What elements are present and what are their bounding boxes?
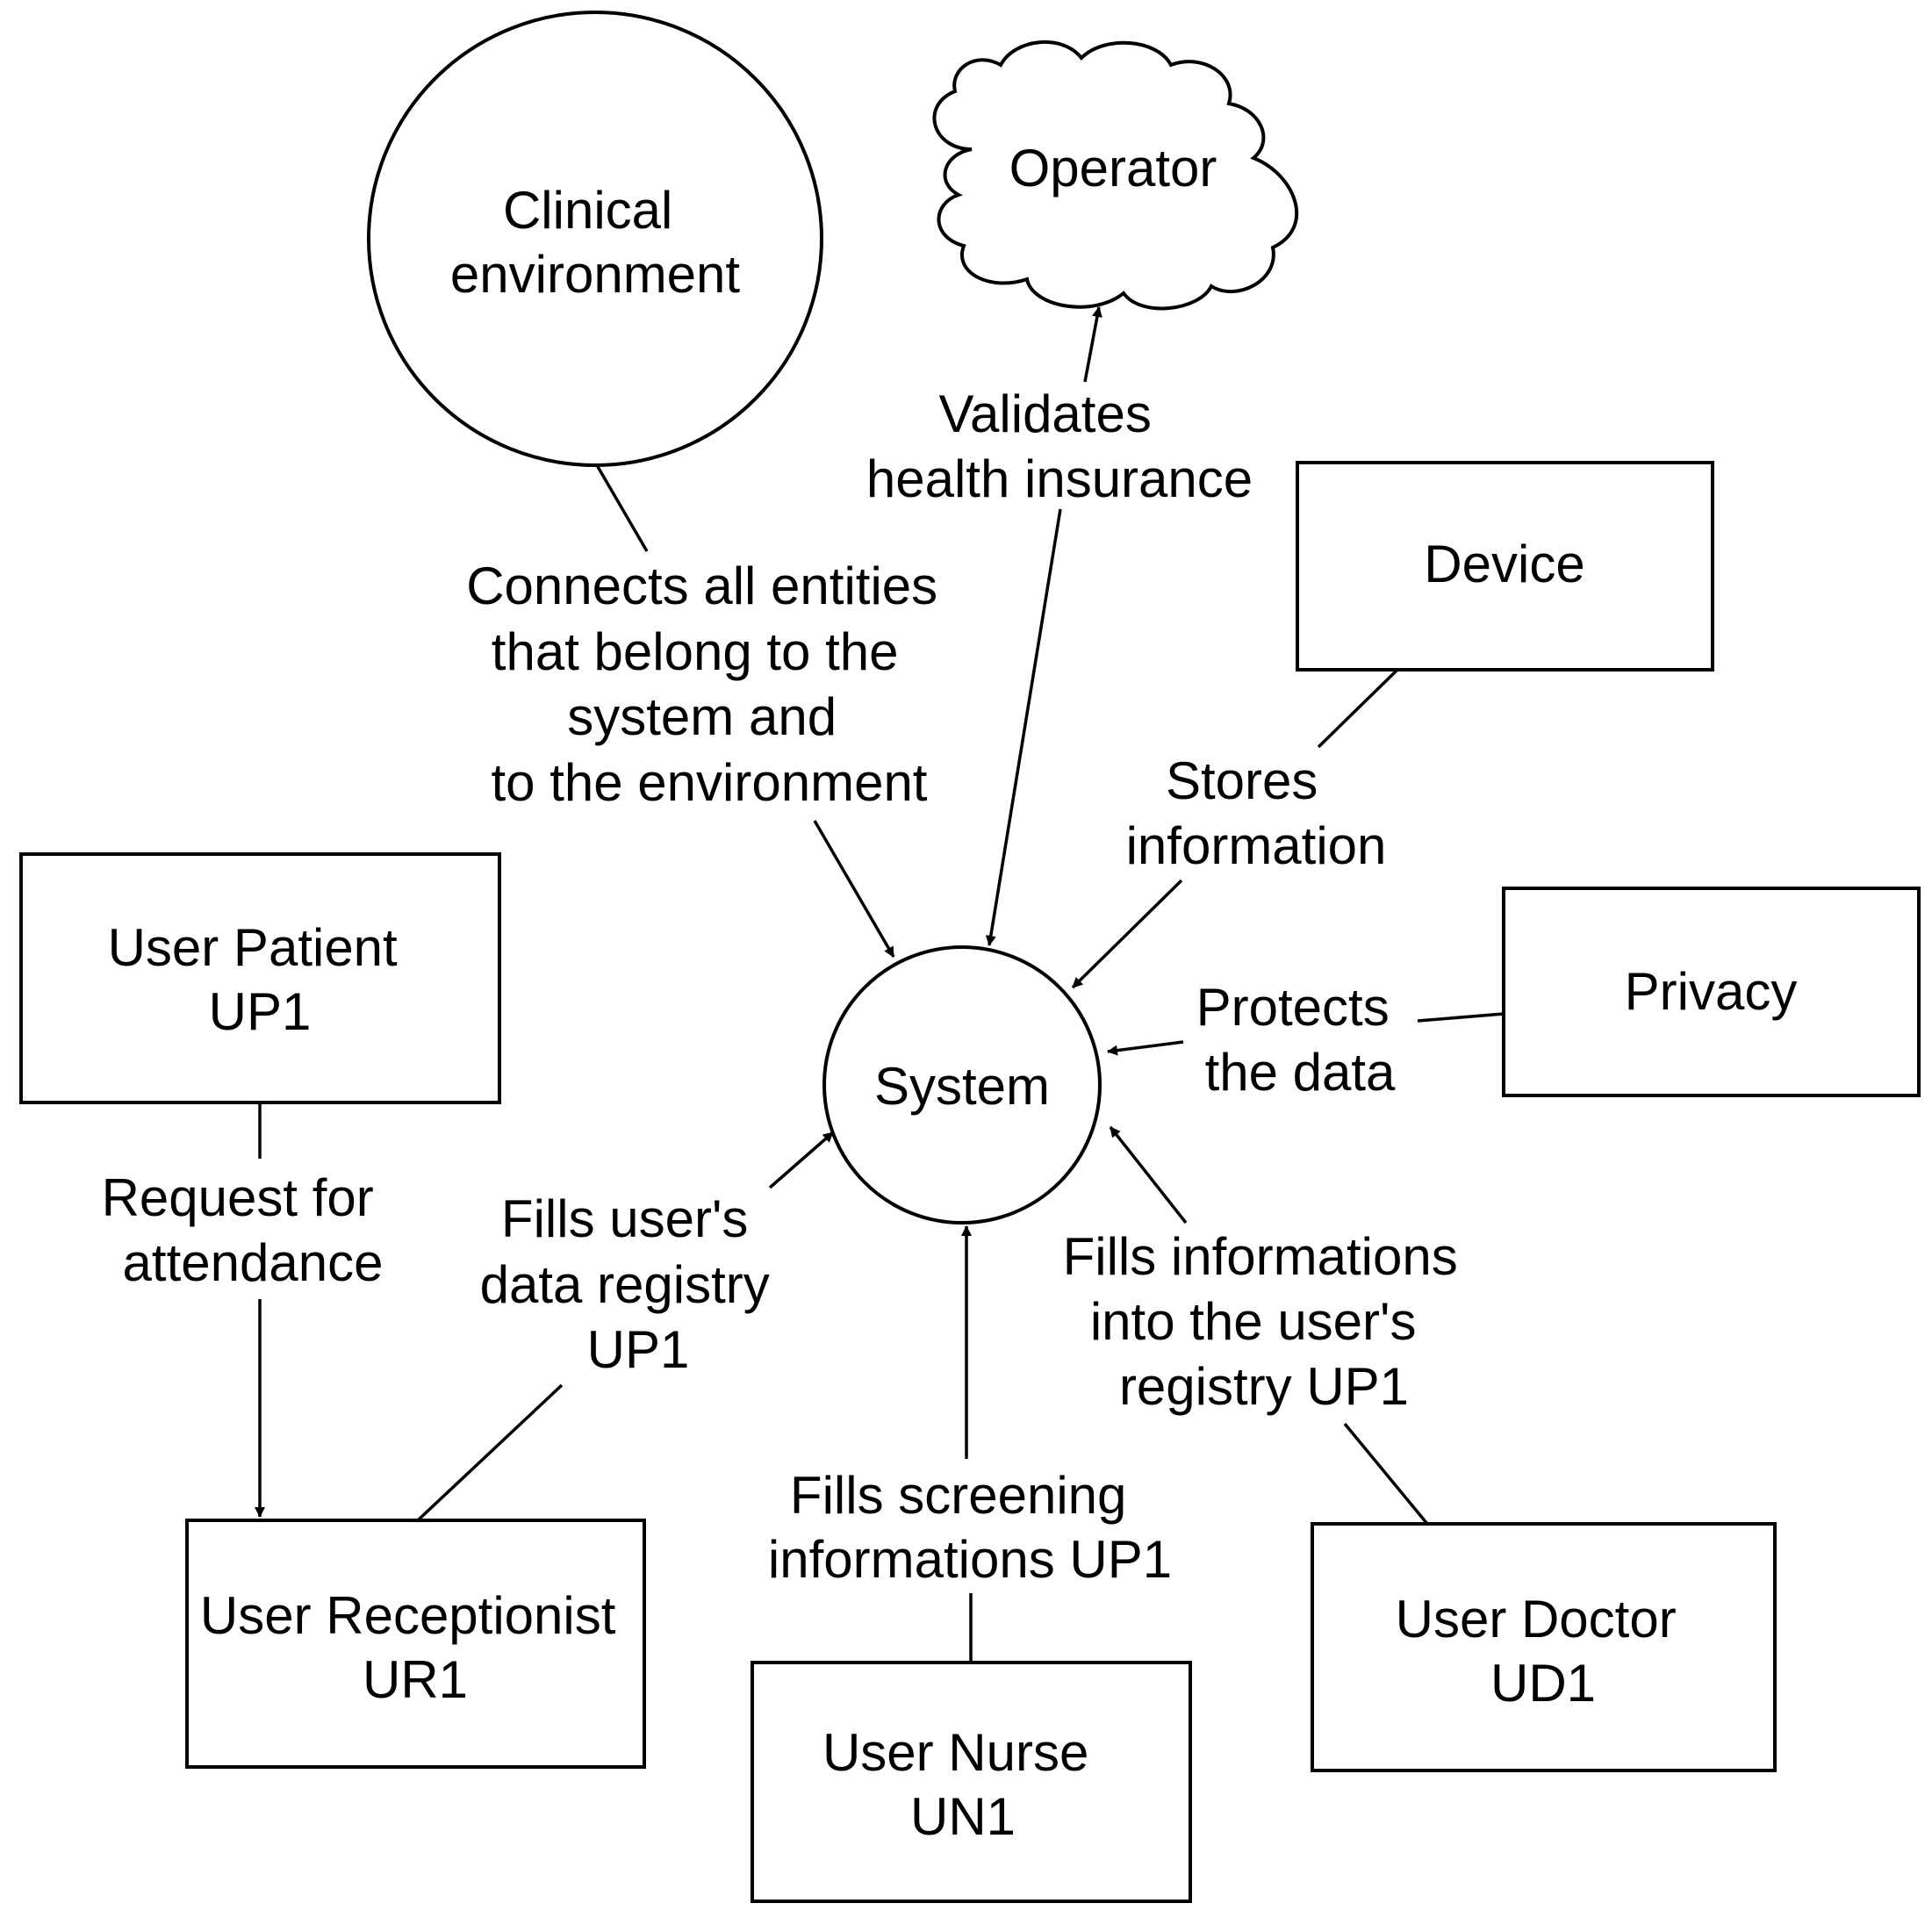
arrow-registry-to-system — [768, 1131, 835, 1189]
system-circle — [822, 945, 1102, 1225]
system-node: System — [822, 945, 1102, 1225]
arrow-doctor-to-system — [1109, 1125, 1188, 1225]
fills-informations-label: Fills informations into the user's regis… — [1063, 1227, 1473, 1416]
clinical-environment-circle — [367, 11, 823, 467]
user-nurse-box — [751, 1661, 1192, 1903]
user-nurse-node: User Nurse UN1 — [751, 1661, 1192, 1903]
arrow-privacy-to-system — [1107, 1040, 1184, 1056]
privacy-node: Privacy — [1502, 887, 1921, 1097]
privacy-box — [1502, 887, 1921, 1097]
arrow-device-to-system — [1071, 879, 1183, 989]
relation-labels: Connects all entities that belong to the… — [102, 384, 1473, 1589]
user-patient-label: User Patient UP1 — [108, 918, 413, 1041]
connector-clinical-upper — [595, 464, 649, 552]
connector-device-upper — [1317, 668, 1399, 749]
device-label: Device — [1424, 535, 1584, 593]
privacy-label: Privacy — [1625, 962, 1798, 1021]
clinical-environment-node: Clinical environment — [367, 11, 823, 467]
user-doctor-label: User Doctor UD1 — [1396, 1590, 1691, 1713]
user-doctor-node: User Doctor UD1 — [1311, 1522, 1777, 1772]
protects-label: Protects the data — [1196, 978, 1404, 1102]
connector-privacy — [1417, 1012, 1505, 1023]
system-label: System — [874, 1057, 1050, 1116]
user-receptionist-label: User Receptionist UR1 — [200, 1586, 630, 1709]
fills-registry-label: Fills user's data registry UP1 — [480, 1189, 785, 1379]
operator-node: Operator — [932, 40, 1299, 311]
arrow-validates-to-system — [985, 508, 1062, 946]
device-node: Device — [1296, 461, 1714, 672]
arrow-clinical-to-system — [813, 820, 895, 958]
fills-screening-label: Fills screening informations UP1 — [768, 1466, 1172, 1589]
user-receptionist-box — [185, 1519, 646, 1769]
request-label: Request for attendance — [102, 1168, 389, 1292]
user-doctor-box — [1311, 1522, 1777, 1772]
clinical-environment-label: Clinical environment — [450, 181, 741, 304]
connector-doctor — [1343, 1422, 1429, 1526]
user-patient-box — [19, 852, 501, 1104]
connector-receptionist — [416, 1383, 564, 1522]
operator-cloud-shape — [932, 40, 1299, 311]
arrow-system-to-operator — [1083, 306, 1102, 383]
device-box — [1296, 461, 1714, 672]
user-receptionist-node: User Receptionist UR1 — [185, 1519, 646, 1769]
stores-label: Stores information — [1126, 751, 1387, 875]
user-patient-node: User Patient UP1 — [19, 852, 501, 1104]
connects-label: Connects all entities that belong to the… — [466, 557, 952, 812]
user-nurse-label: User Nurse UN1 — [822, 1723, 1103, 1846]
connectors — [255, 306, 1505, 1663]
validates-label: Validates health insurance — [866, 384, 1253, 508]
operator-label: Operator — [1009, 139, 1217, 198]
